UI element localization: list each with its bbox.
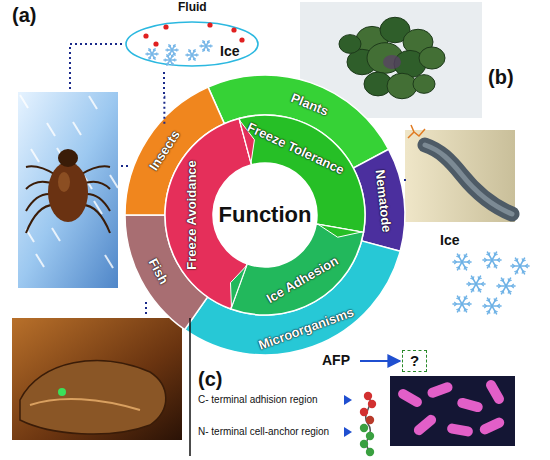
ring-arrow-tip	[318, 224, 361, 237]
dotted-connector	[163, 70, 165, 124]
ring-label: Nematode	[370, 167, 397, 236]
snowflake	[467, 276, 485, 292]
snowflake	[166, 45, 178, 55]
ring-label: Microorganisms	[254, 300, 359, 355]
snowflake	[453, 254, 471, 270]
node-text: Ice	[220, 43, 239, 59]
unknown-box: ?	[402, 350, 427, 372]
divider-line	[189, 318, 191, 456]
snowflake	[200, 41, 212, 51]
dotted-leader	[70, 44, 406, 316]
snowflake	[483, 298, 501, 314]
node-text: Function	[219, 202, 312, 228]
node-text: ?	[410, 352, 419, 369]
node-text: Freeze Avoidance	[184, 160, 199, 270]
panel-letter: (c)	[198, 368, 222, 391]
snowflake	[146, 49, 158, 59]
node-text: Insects	[146, 127, 183, 173]
protein-label: AFP	[322, 352, 350, 368]
node-text: Microorganisms	[256, 304, 355, 352]
nematode-photo	[405, 125, 515, 222]
panel-letter: (b)	[488, 66, 514, 89]
protein-chain	[344, 392, 376, 456]
pointer-arrow	[360, 360, 400, 362]
node-text: Fish	[146, 256, 172, 287]
panel-letter: (a)	[12, 4, 36, 27]
function-ring	[125, 75, 405, 355]
ice-fluid-oval: FluidIce	[122, 0, 262, 70]
node-text: Fluid	[178, 0, 207, 14]
region-label: C- terminal adhision region	[198, 394, 318, 405]
ring-label: Freeze Avoidance	[181, 158, 201, 272]
ring-arrow-tip	[230, 266, 246, 307]
node-text: Plants	[289, 90, 331, 119]
node-text: Nematode	[373, 169, 395, 233]
ring-label: Plants	[286, 86, 333, 121]
snowflake	[511, 258, 529, 274]
snowflake	[164, 55, 176, 65]
tick-photo	[18, 92, 118, 288]
ring-label: Insects	[143, 124, 186, 176]
ice-label: Ice	[440, 232, 459, 248]
ice-crystals	[453, 252, 529, 314]
snowflake	[497, 278, 515, 294]
snowflake	[483, 252, 501, 268]
center-circle: Function	[213, 163, 317, 267]
fish-photo	[12, 318, 182, 440]
ring-label: Fish	[143, 253, 175, 290]
snowflake	[453, 296, 471, 312]
snowflake	[186, 50, 198, 60]
region-label: N- terminal cell-anchor region	[198, 426, 329, 437]
bacteria-photo	[390, 376, 515, 446]
